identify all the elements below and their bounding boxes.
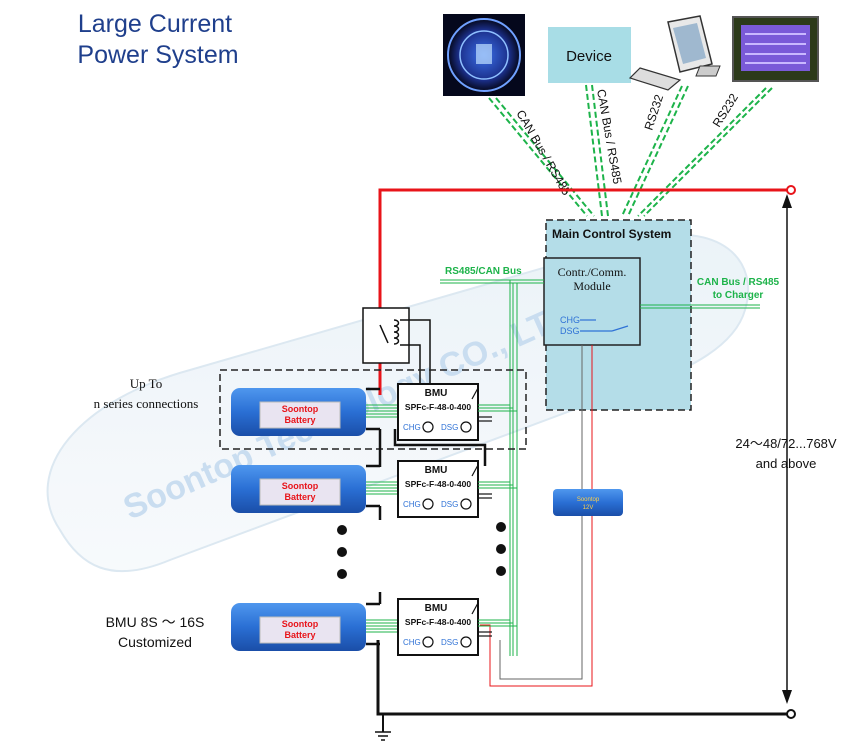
module-chg: CHG [560,315,580,325]
dsg-mosfet-icon [460,498,472,510]
link-label-2: CAN Bus / RS485 [594,88,625,185]
bmu-model: SPFc-F-48-0-400 [405,617,471,627]
continuation-dots [337,522,506,579]
main-control-system: Main Control System Contr./Comm. Module … [543,219,692,411]
bmu-chg: CHG [403,638,421,647]
battery-label-line2: Battery [284,415,315,425]
bmu-chg: CHG [403,500,421,509]
title-line1: Large Current [78,10,232,38]
battery-label-line1: Soontop [282,481,319,491]
device-label: Device [566,48,612,65]
module-line1: Contr./Comm. [558,265,627,279]
bmu-title: BMU [425,388,448,399]
gauge-display [443,14,525,96]
chg-mosfet-icon [422,636,434,648]
balance-wires [366,619,400,633]
bmu-model: SPFc-F-48-0-400 [405,402,471,412]
battery-label-line1: Soontop [282,619,319,629]
device-links [488,84,773,217]
bmu-power-wires [478,631,492,637]
battery-label-line2: Battery [284,492,315,502]
dsg-mosfet-icon [460,421,472,433]
bmu-bus-wires [478,619,517,627]
balance-wires [366,404,400,418]
bmu-chg: CHG [403,423,421,432]
bmu-model: SPFc-F-48-0-400 [405,479,471,489]
link-label-1: CAN Bus / RS485 [513,108,573,198]
module-line2: Module [573,279,610,293]
main-control-title: Main Control System [552,227,671,241]
bmu-power-wires [478,493,492,499]
lcd-display [732,16,819,82]
battery-label-line1: Soontop [282,404,319,414]
voltage-line1: 24～48/72...768V [735,436,837,451]
rs485-can-label: RS485/CAN Bus [445,266,522,277]
balance-wires [366,481,400,495]
bmu-range-label-1: BMU 8S ～ 16S [106,614,205,630]
ground-icon [375,731,391,741]
series-label-1: Up To [130,376,162,391]
computer-icon [628,15,721,91]
module-dsg: DSG [560,326,580,336]
bmu-title: BMU [425,465,448,476]
bmu-range-label-2: Customized [118,634,192,650]
bmu-bus-wires [478,481,517,489]
negative-bus [376,640,790,732]
bmu-dsg: DSG [441,500,458,509]
bmu-title: BMU [425,603,448,614]
bmu-dsg: DSG [441,423,458,432]
series-link [366,387,380,431]
positive-terminal [786,185,796,195]
bmu-dsg: DSG [441,638,458,647]
voltage-arrow [782,194,792,704]
voltage-line2: and above [756,456,817,471]
series-group-box [219,369,527,450]
small-battery-line1: Soontop [577,497,600,503]
negative-terminal [786,709,796,719]
chg-mosfet-icon [422,421,434,433]
bmu-power-wires [478,416,492,422]
rs485-can-bus [440,279,544,656]
dsg-mosfet-icon [460,636,472,648]
charger-label-2: to Charger [713,290,764,301]
bmu-bus-wires [478,404,517,412]
small-battery-line2: 12V [583,505,594,511]
series-link [366,602,380,646]
series-label-2: n series connections [94,396,199,411]
link-label-3: RS232 [642,92,667,132]
series-link [366,464,380,508]
title-line2: Power System [77,41,238,69]
device-box: Device [548,27,631,83]
small-battery: Soontop 12V [553,489,623,516]
inter-row-wires [378,429,487,604]
charger-bus [640,304,760,309]
battery-label-line2: Battery [284,630,315,640]
charger-label-1: CAN Bus / RS485 [697,277,780,288]
chg-mosfet-icon [422,498,434,510]
